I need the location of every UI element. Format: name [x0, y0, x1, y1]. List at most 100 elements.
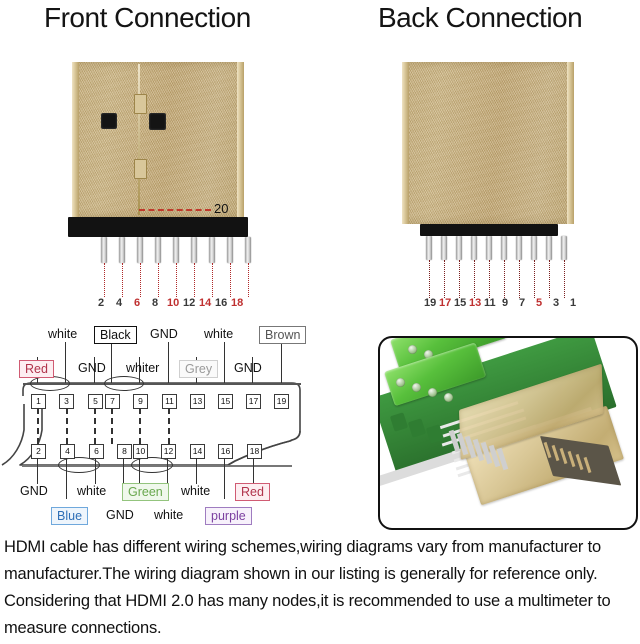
pinbox-2: 2: [31, 444, 46, 459]
front-connection-title: Front Connection: [44, 2, 251, 33]
front-pin-num-6: 6: [134, 297, 141, 309]
pin-20-label: 20: [214, 201, 229, 216]
front-square-hole-left: [101, 113, 117, 129]
pinbox-4: 4: [60, 444, 75, 459]
pinbox-13: 13: [190, 394, 205, 409]
front-pin-num-4: 4: [116, 297, 123, 309]
label-pin-15-white: white: [204, 327, 234, 341]
group-oval-7-9: [104, 376, 144, 391]
lead-pin-8: [123, 458, 124, 499]
label-pin-8-gnd: GND: [106, 508, 134, 522]
front-connector-image: 20: [68, 62, 251, 302]
front-pin-num-16: 16: [215, 297, 228, 309]
back-pin-num-15: 15: [454, 297, 467, 309]
back-connection-title: Back Connection: [378, 2, 583, 33]
pinbox-15: 15: [218, 394, 233, 409]
label-pin-17-gnd: GND: [234, 361, 262, 375]
back-insulator-bar: [420, 224, 558, 236]
front-shell-seam: [138, 64, 140, 215]
label-pin-4-blue: Blue: [51, 507, 89, 525]
lead-pin-11: [168, 342, 169, 383]
back-pin-num-13: 13: [469, 297, 482, 309]
pinbox-10: 10: [133, 444, 148, 459]
pair-dash-1-2: [37, 408, 39, 444]
pin-20-marker-line: [139, 209, 211, 211]
back-pin-num-7: 7: [519, 297, 526, 309]
front-pin-num-18: 18: [231, 297, 244, 309]
back-shell: [402, 62, 574, 224]
label-pin-18-red: Red: [235, 483, 270, 501]
label-pin-14-white: white: [181, 484, 211, 498]
front-pin-num-12: 12: [183, 297, 196, 309]
lead-pin-14: [196, 458, 197, 484]
lead-pin-10: [139, 458, 140, 484]
back-pin-num-11: 11: [484, 297, 496, 309]
lead-pin-12: [167, 458, 168, 499]
pinbox-16: 16: [218, 444, 233, 459]
back-pin-num-3: 3: [553, 297, 560, 309]
pinbox-19: 19: [274, 394, 289, 409]
pinbox-17: 17: [246, 394, 261, 409]
pinbox-8: 8: [117, 444, 132, 459]
pinbox-7: 7: [105, 394, 120, 409]
pinbox-6: 6: [89, 444, 104, 459]
label-pin-12-white: white: [154, 508, 184, 522]
lead-pin-15: [224, 342, 225, 383]
back-pin-num-9: 9: [502, 297, 509, 309]
breakout-board-photo: [378, 336, 638, 530]
pinbox-3: 3: [59, 394, 74, 409]
label-pin-10-green: Green: [122, 483, 169, 501]
lead-pin-2: [37, 458, 38, 484]
label-pin-3-white: white: [48, 327, 78, 341]
back-pin-num-1: 1: [570, 297, 577, 309]
lead-pin-16: [224, 458, 225, 499]
back-pin-num-19: 19: [424, 297, 437, 309]
lead-pin-9: [139, 357, 140, 383]
disclaimer-text: HDMI cable has different wiring schemes,…: [4, 538, 611, 637]
label-pin-1-red: Red: [19, 360, 54, 378]
pair-dash-11-12: [168, 408, 170, 444]
back-pin-num-17: 17: [439, 297, 452, 309]
pinbox-12: 12: [161, 444, 176, 459]
label-pin-5-gnd: GND: [78, 361, 106, 375]
back-pin-num-5: 5: [536, 297, 543, 309]
front-latch-tab-bottom: [134, 159, 147, 179]
group-oval-1-3: [30, 376, 70, 391]
label-pin-2-gnd: GND: [20, 484, 48, 498]
lead-pin-5: [94, 357, 95, 383]
pinbox-5: 5: [88, 394, 103, 409]
pinbox-1: 1: [31, 394, 46, 409]
label-pin-7-black: Black: [94, 326, 137, 344]
front-pin-num-2: 2: [98, 297, 105, 309]
back-shell-right-edge: [567, 62, 574, 224]
lead-pin-4: [66, 458, 67, 499]
front-pin-num-8: 8: [152, 297, 159, 309]
pinbox-11: 11: [162, 394, 177, 409]
front-pin-num-14: 14: [199, 297, 212, 309]
front-latch-tab-top: [134, 94, 147, 114]
label-pin-19-brown: Brown: [259, 326, 307, 344]
label-pin-6-white: white: [77, 484, 107, 498]
pinbox-14: 14: [190, 444, 205, 459]
label-pin-11-gnd: GND: [150, 327, 178, 341]
group-oval-4-6: [58, 457, 100, 473]
lead-pin-17: [252, 357, 253, 383]
label-pin-13-grey: Grey: [179, 360, 219, 378]
pair-dash-5-6: [94, 408, 96, 444]
front-insulator-bar: [68, 217, 248, 237]
wiring-diagram: 1 3 5 7 9 11 13 15 17 19 2 4 6 8 10 12 1…: [0, 326, 340, 529]
label-pin-16-purple: purple: [205, 507, 252, 525]
lead-pin-3: [65, 342, 66, 383]
back-connector-image: [398, 62, 578, 302]
lead-pin-19: [281, 342, 282, 383]
pair-dash-3-4: [66, 408, 68, 444]
pair-dash-7-8: [111, 408, 113, 444]
pinbox-9: 9: [133, 394, 148, 409]
back-shell-left-edge: [402, 62, 409, 224]
label-pin-9-whiter: whiter: [126, 361, 160, 375]
lead-pin-18: [253, 458, 254, 484]
lead-pin-6: [95, 458, 96, 484]
group-oval-10-12: [131, 457, 173, 473]
pinbox-18: 18: [247, 444, 262, 459]
